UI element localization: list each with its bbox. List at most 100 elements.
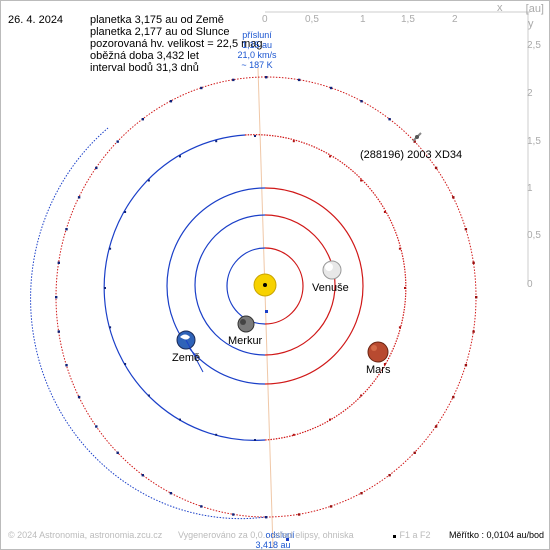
mercury-planet [237,315,255,333]
asteroid-position-point [116,140,119,143]
aphelion-marker [286,538,289,541]
mars-position-point [215,433,218,436]
asteroid-position-point [360,100,363,103]
asteroid-position-point [434,166,438,170]
asteroid-position-point [77,196,81,199]
mars-position-point [104,287,106,289]
mars-position-point [360,394,363,397]
asteroid-position-point [452,196,455,199]
asteroid-position-point [360,492,363,495]
asteroid-position-point [65,364,68,367]
asteroid-position-point [434,425,438,428]
asteroid-position-point [475,296,478,299]
earth-sight-line [185,339,204,373]
scale-label: Měřítko : 0,0104 au/bod [448,530,544,540]
asteroid-position-point [95,166,98,170]
y-tick-2-5: 2,5 [527,40,541,51]
mars-position-point [254,135,256,137]
asteroid-position-point [388,118,391,121]
footer-generated: Vygenerováno za 0,0... střed elipsy, ohn… [178,530,354,540]
mars-position-point [147,394,150,397]
unit-label: [au] [525,3,544,15]
mercury-label: Merkur [228,335,263,347]
asteroid-position-point [232,78,235,82]
mars-position-point [254,439,256,441]
apsidal-line [257,67,274,549]
perihelion-speed: 21,0 km/s [237,50,277,60]
asteroid-position-points [55,76,478,519]
mars-position-point [292,433,295,436]
asteroid-label: (288196) 2003 XD34 [360,149,463,161]
asteroid-position-point [297,513,301,516]
asteroid-position-point [297,78,301,82]
perihelion-distance: 1,15 au [241,40,273,50]
asteroid-position-point [464,364,468,367]
asteroid-position-point [265,76,268,79]
aphelion-label: odsluní [265,530,295,540]
mars-position-points [104,135,406,441]
mars-position-point [398,247,401,250]
earth-orbit [166,187,364,385]
mars-position-point [179,155,181,158]
perihelion-temperature: ~ 187 K [241,60,273,70]
asteroid-position-point [57,330,60,333]
asteroid-position-point [413,451,416,454]
venus-planet [322,260,342,280]
mars-label: Mars [366,364,391,376]
asteroid-position-point [116,451,119,454]
y-tick-0: 0 [527,279,533,290]
footer-foci-text: F1 a F2 [399,530,431,540]
asteroid-position-point [232,513,235,516]
y-tick-2: 2 [527,88,533,99]
focus-f1-icon [393,535,396,538]
x-tick-1-5: 1,5 [401,14,415,25]
asteroid-position-point [141,474,144,477]
sun [253,273,277,297]
mars-position-point [109,247,112,250]
asteroid-position-point [55,296,58,299]
mars-position-point [404,287,406,289]
date-label: 26. 4. 2024 [8,14,64,26]
asteroid-position-point [472,330,475,333]
asteroid-position-point [265,516,268,519]
mars-position-point [292,140,295,143]
info-magnitude: pozorovaná hv. velikost = 22,5 mag [90,38,263,50]
info-distance-sun: planetka 2,177 au od Slunce [90,26,230,38]
mars-position-point [329,418,331,421]
asteroid-position-point [200,86,203,90]
asteroid-position-point [329,86,333,90]
mars-position-point [383,211,386,213]
x-tick-1: 1 [360,14,366,25]
mars-position-point [360,179,363,182]
perihelion-label: přísluní [242,30,272,40]
y-tick-1-5: 1,5 [527,136,541,147]
footer-foci: F1 a F2 [393,529,431,541]
focus-f2-marker [265,310,268,313]
y-tick-0-5: 0,5 [527,230,541,241]
asteroid-position-point [464,228,468,231]
asteroid-position-point [65,228,68,231]
venus-label: Venuše [312,282,349,294]
info-period: oběžná doba 3,432 let [90,50,199,62]
asteroid-position-point [57,261,60,264]
mars-position-point [383,363,386,365]
mars-planet [367,341,389,363]
mars-position-point [124,211,127,213]
mars-orbit [103,134,407,441]
asteroid-position-point [77,395,81,399]
asteroid-position-point [329,505,333,508]
asteroid-position-point [472,261,475,264]
info-point-interval: interval bodů 31,3 dnů [90,62,199,74]
earth-planet [176,330,196,350]
asteroid-position-point [388,474,391,477]
mars-position-point [109,326,112,329]
asteroid-marker [412,132,422,142]
mars-position-point [124,363,127,365]
asteroid-orbit [30,76,477,520]
earth-label: Země [172,352,201,364]
footer-copyright: © 2024 Astronomia, astronomia.zcu.cz [8,530,163,540]
mars-position-point [398,326,401,329]
info-distance-earth: planetka 3,175 au od Země [90,14,224,26]
mars-position-point [147,179,150,182]
